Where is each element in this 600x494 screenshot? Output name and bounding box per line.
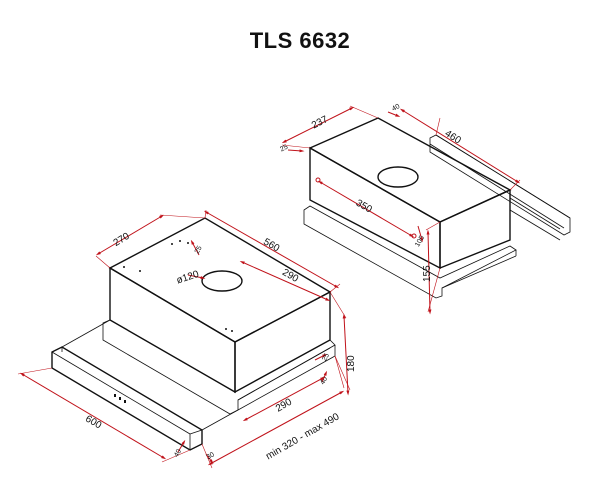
dim-25-side: 25 (321, 352, 331, 362)
dim-180: 180 (346, 355, 357, 372)
dim-40-front: 40 (173, 448, 183, 458)
dim-290-top: 290 (280, 267, 300, 285)
left-hood-front-face (109, 266, 236, 394)
left-base-plate (102, 319, 336, 415)
dim-extension: min 320 - max 490 (264, 411, 342, 462)
dim-460: 460 (443, 128, 463, 146)
dim-600: 600 (83, 414, 103, 432)
dim-105: 105 (414, 234, 426, 248)
right-hood-front-face (309, 146, 441, 270)
right-base-plate (303, 205, 517, 299)
dim-560: 560 (261, 237, 281, 255)
model-title: TLS 6632 (249, 28, 351, 53)
left-screw-dots (123, 240, 233, 332)
dim-duct-diameter: ø120 (175, 269, 200, 287)
left-hood-view: 270 560 25 ø120 290 180 25 40 290 m (17, 209, 357, 469)
dim-237: 237 (310, 114, 330, 132)
right-hood-side-face (439, 188, 511, 270)
dim-350: 350 (354, 198, 374, 216)
dim-290-bottom: 290 (274, 396, 294, 414)
dim-25-left: 25 (279, 144, 289, 154)
left-duct-opening (201, 270, 243, 292)
dim-40-side: 40 (319, 376, 329, 386)
right-hood-top-face (308, 117, 512, 223)
dim-25-top: 25 (194, 245, 204, 255)
dim-270: 270 (112, 231, 132, 249)
dim-40-top: 40 (391, 103, 401, 113)
dim-155: 155 (422, 265, 433, 282)
dim-30-front: 30 (206, 451, 216, 461)
right-hood-view: 237 40 460 25 350 105 155 (279, 103, 571, 315)
right-duct-opening (377, 166, 419, 188)
left-hood-side-face (234, 290, 331, 394)
left-drawer-panel (51, 346, 203, 451)
